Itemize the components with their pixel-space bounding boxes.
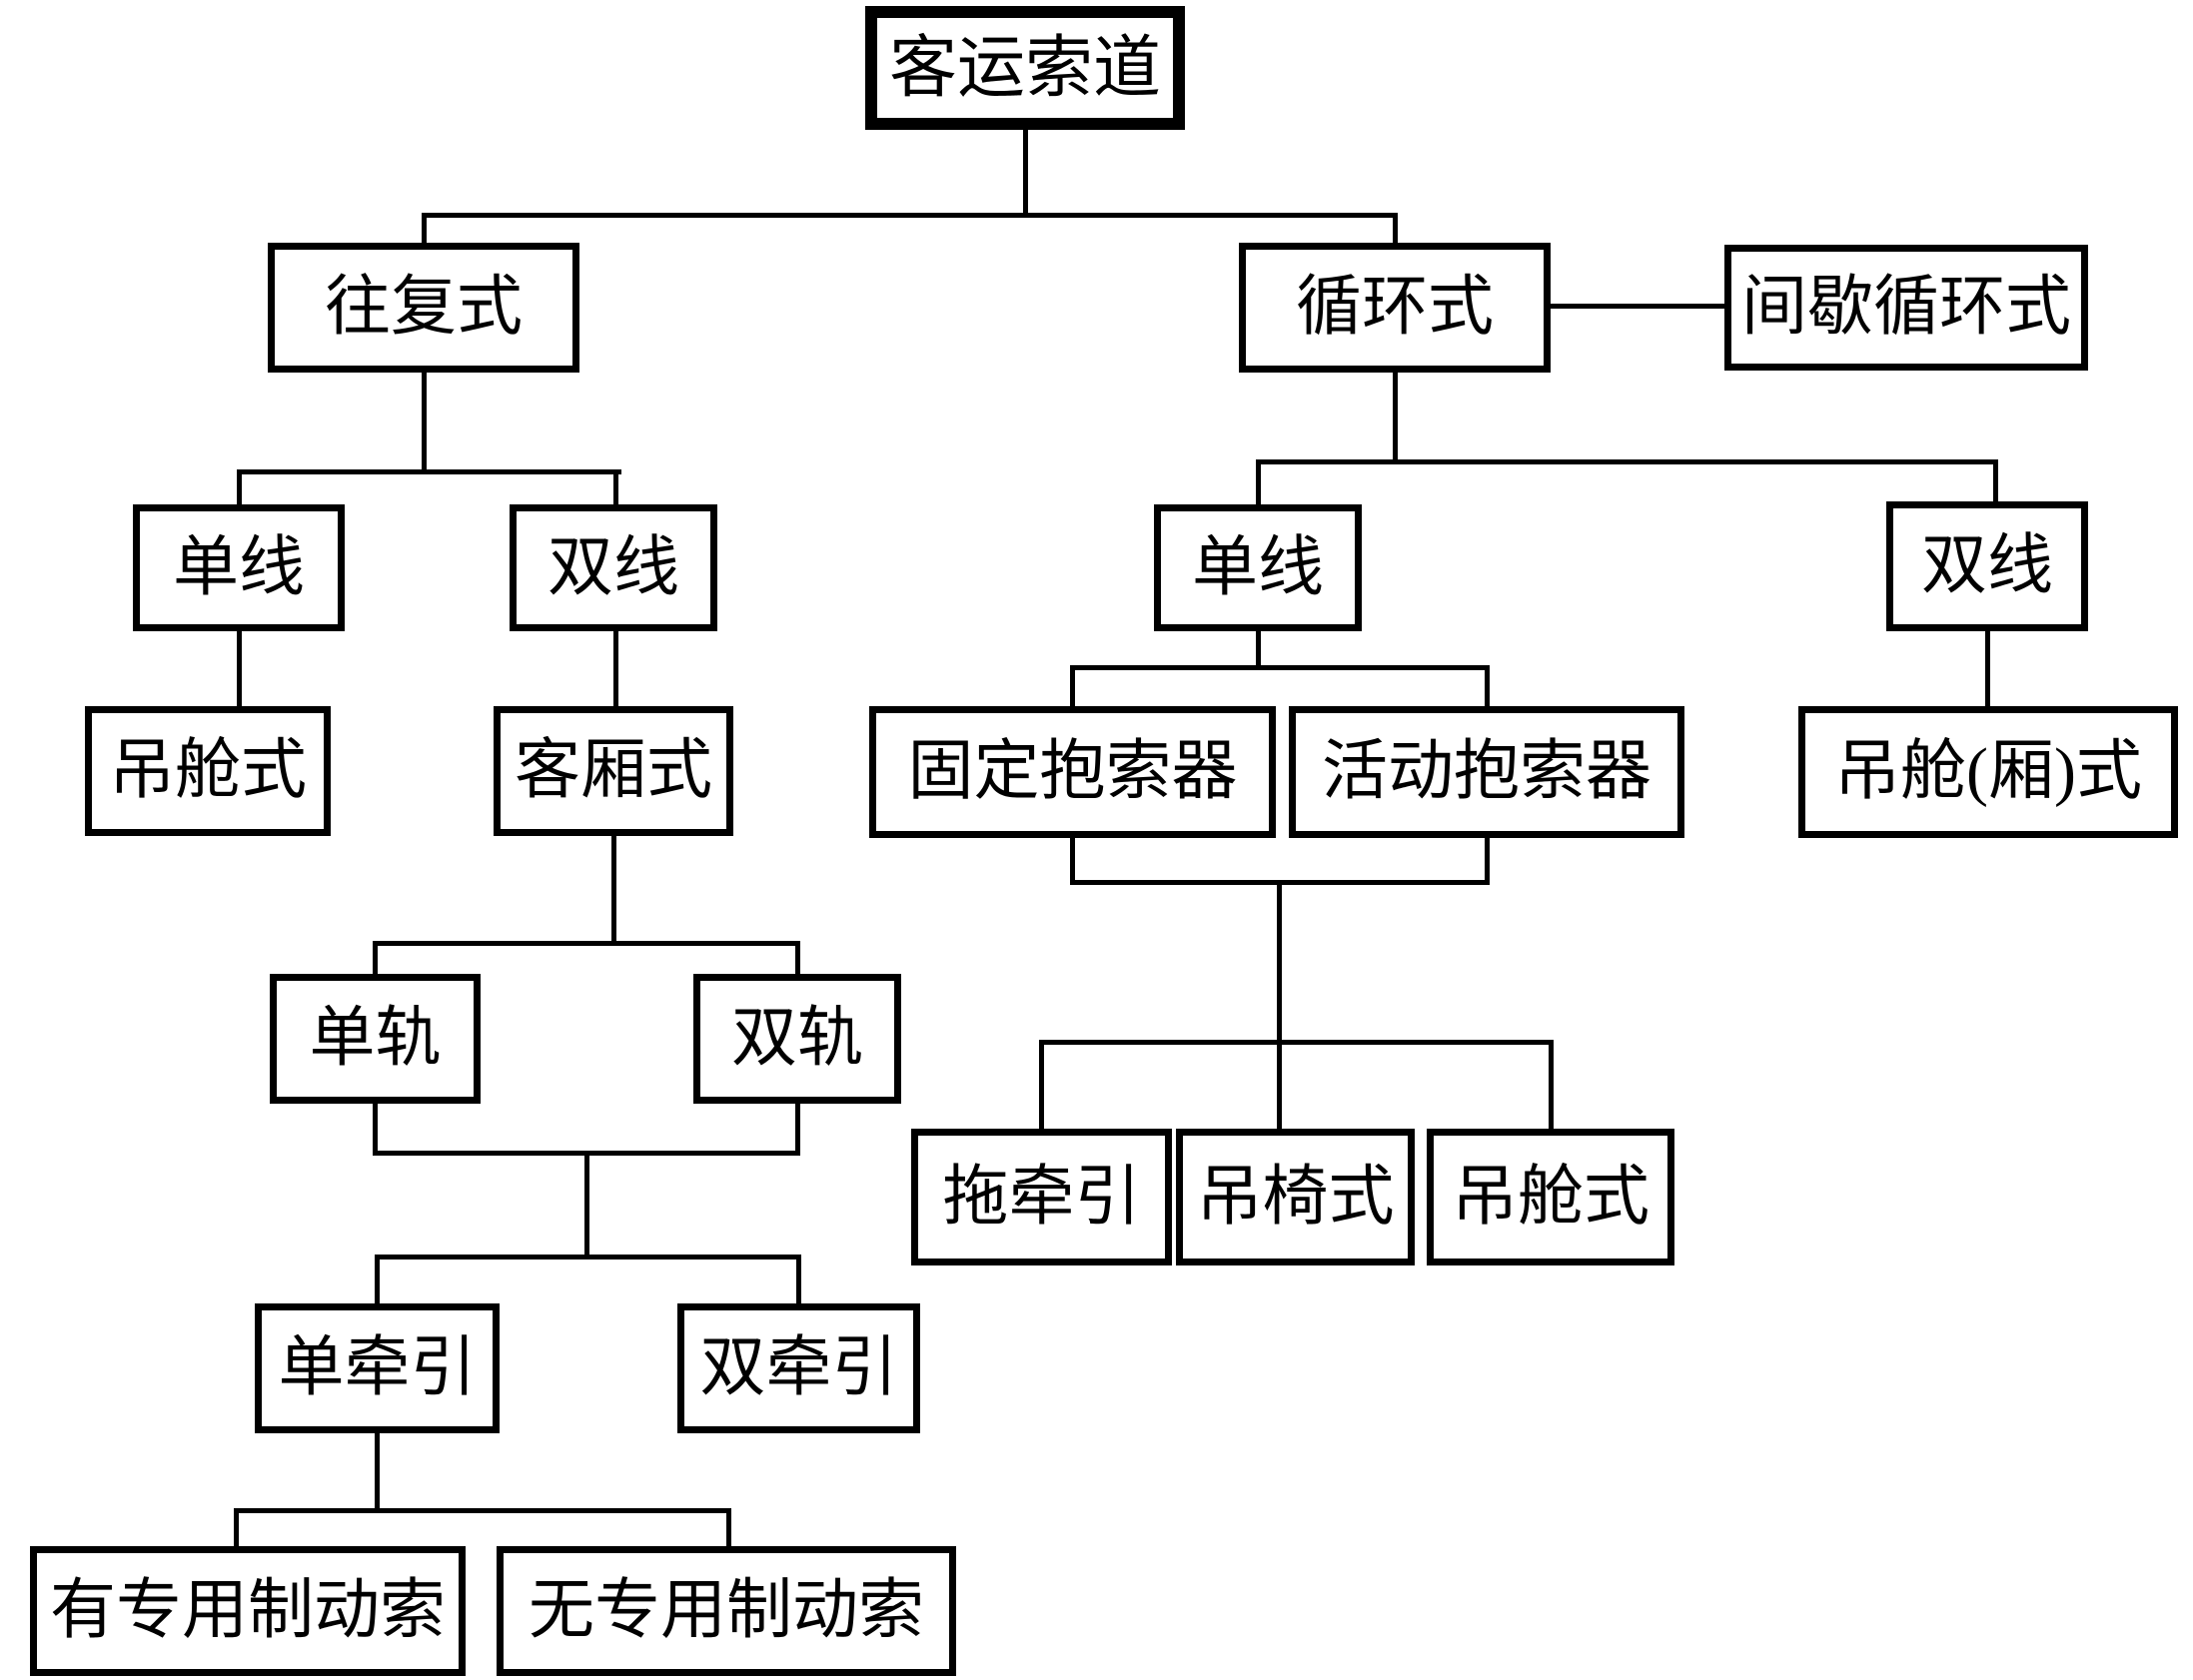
- node-detachable-grip: 活动抱索器: [1289, 706, 1684, 838]
- connector-carriage-stem: [611, 834, 616, 945]
- node-circ-double-line: 双线: [1886, 501, 2088, 631]
- connector-reciprocating-split: [237, 469, 621, 474]
- node-chair-type: 吊椅式: [1176, 1129, 1415, 1265]
- node-single-traction: 单牵引: [255, 1303, 500, 1433]
- connector-double-to-carriage: [613, 629, 618, 708]
- node-reciprocating: 往复式: [268, 243, 579, 373]
- connector-to-chair-type: [1277, 1040, 1282, 1131]
- node-circ-gondola: 吊舱式: [1427, 1129, 1674, 1265]
- node-single-track: 单轨: [270, 974, 481, 1104]
- connector-to-recip-single: [237, 469, 242, 506]
- node-recip-double-line: 双线: [510, 504, 717, 631]
- connector-to-tow-traction: [1039, 1040, 1044, 1131]
- node-fixed-grip: 固定抱索器: [869, 706, 1276, 838]
- connector-to-recip-double: [613, 469, 618, 506]
- connector-to-without-brake: [726, 1508, 731, 1548]
- connector-to-with-brake: [234, 1508, 239, 1548]
- connector-to-circulating: [1393, 213, 1398, 245]
- connector-to-double-traction: [796, 1255, 801, 1305]
- node-circ-gondola-cabin: 吊舱(厢)式: [1798, 706, 2178, 838]
- node-without-brake-rope: 无专用制动索: [497, 1546, 956, 1676]
- connector-to-circ-double: [1993, 459, 1998, 503]
- connector-reciprocating-stem: [422, 371, 427, 471]
- connector-to-single-traction: [375, 1255, 380, 1305]
- connector-single-to-gondola: [237, 629, 242, 708]
- connector-double-track-down: [795, 1102, 800, 1156]
- node-recip-gondola: 吊舱式: [85, 706, 331, 836]
- node-intermittent-circulating: 间歇循环式: [1724, 245, 2088, 371]
- connector-to-detachable-grip: [1485, 665, 1490, 708]
- node-circulating: 循环式: [1239, 243, 1551, 373]
- connector-to-double-track: [795, 941, 800, 976]
- connector-fixed-grip-down: [1070, 836, 1075, 884]
- node-circ-single-line: 单线: [1154, 504, 1362, 631]
- connector-track-merge-stem: [584, 1151, 589, 1260]
- node-double-traction: 双牵引: [677, 1303, 920, 1433]
- connector-circulating-split: [1256, 459, 1998, 464]
- connector-single-traction-stem: [375, 1431, 380, 1512]
- node-recip-carriage: 客厢式: [494, 706, 733, 836]
- connector-root-stem: [1023, 126, 1028, 218]
- connector-brake-split: [234, 1508, 731, 1513]
- node-root: 客运索道: [865, 6, 1185, 130]
- connector-to-circ-single: [1256, 459, 1261, 506]
- connector-to-reciprocating: [422, 213, 427, 245]
- node-double-track: 双轨: [693, 974, 901, 1104]
- node-with-brake-rope: 有专用制动索: [30, 1546, 466, 1676]
- connector-carrier-split: [1039, 1040, 1554, 1045]
- connector-track-split: [373, 941, 800, 946]
- connector-traction-split: [375, 1255, 801, 1260]
- connector-to-fixed-grip: [1070, 665, 1075, 708]
- connector-lateral-intermittent: [1551, 304, 1724, 309]
- connector-grip-merge-stem: [1277, 880, 1282, 1044]
- connector-circ-single-stem: [1256, 629, 1261, 669]
- connector-circ-double-to-cabin: [1985, 629, 1990, 708]
- node-tow-traction: 拖牵引: [911, 1129, 1172, 1265]
- connector-circulating-stem: [1393, 371, 1398, 463]
- connector-to-single-track: [373, 941, 378, 976]
- connector-single-track-down: [373, 1102, 378, 1156]
- connector-detachable-grip-down: [1485, 836, 1490, 884]
- node-recip-single-line: 单线: [133, 504, 345, 631]
- connector-to-circ-gondola: [1549, 1040, 1554, 1131]
- connector-grip-split: [1070, 665, 1490, 670]
- connector-root-split: [422, 213, 1398, 218]
